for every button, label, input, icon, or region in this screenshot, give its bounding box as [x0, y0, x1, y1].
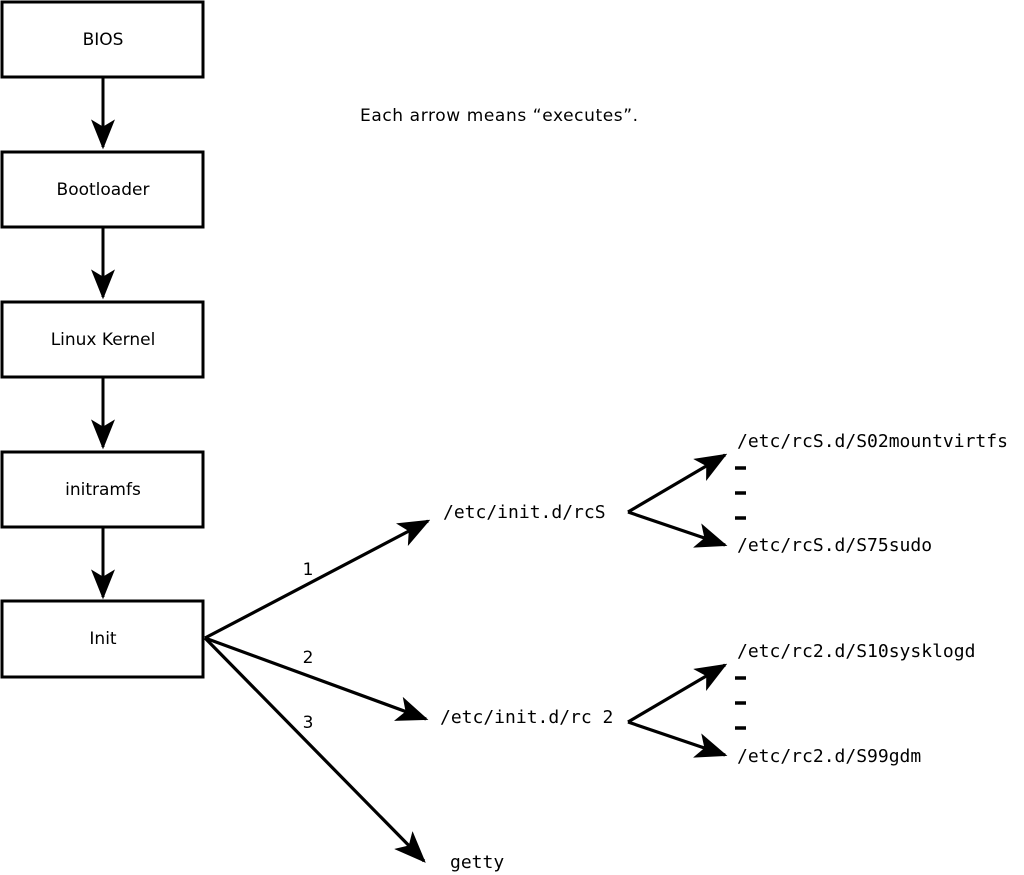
arrow-rc2-to-s99gdm — [627, 720, 728, 758]
node-linux-kernel-label: Linux Kernel — [51, 330, 156, 350]
leaf-label-s10sysklogd: /etc/rc2.d/S10sysklogd — [737, 641, 975, 662]
node-init-rect — [0, 599, 205, 679]
rcs-leaf-group: /etc/rcS.d/S02mountvirtfs /etc/rcS.d/S75… — [627, 431, 1008, 556]
mid-level-nodes: /etc/init.d/rcS /etc/init.d/rc 2 getty — [440, 502, 613, 873]
arrow-rcs-to-s02mountvirtfs — [627, 453, 728, 514]
node-rcs-label: /etc/init.d/rcS — [443, 502, 606, 523]
rcs-ellipsis — [735, 466, 746, 520]
init-fanout-arrows — [203, 519, 431, 863]
node-bootloader-label: Bootloader — [57, 180, 150, 200]
node-rc2-label: /etc/init.d/rc 2 — [440, 707, 613, 728]
arrow-init-to-rcs — [204, 519, 431, 640]
node-linux-kernel: Linux Kernel — [0, 300, 205, 379]
node-init-label: Init — [89, 629, 117, 649]
rc2-leaf-group: /etc/rc2.d/S10sysklogd /etc/rc2.d/S99gdm — [627, 641, 975, 767]
node-bios-label: BIOS — [83, 30, 124, 50]
leaf-label-s99gdm: /etc/rc2.d/S99gdm — [737, 746, 921, 767]
node-initramfs-label: initramfs — [65, 480, 141, 500]
edge-number-2: 2 — [303, 648, 314, 668]
leaf-label-s02mountvirtfs: /etc/rcS.d/S02mountvirtfs — [737, 431, 1008, 452]
arrow-rc2-to-s10sysklogd — [627, 663, 728, 724]
node-bios: BIOS — [0, 0, 205, 79]
node-bootloader: Bootloader — [0, 150, 205, 229]
node-bios-rect — [0, 0, 205, 79]
arrow-init-to-rc2 — [204, 636, 429, 721]
rc2-ellipsis — [735, 676, 746, 730]
process-boxes: BIOS Bootloader Linux Kernel initramfs I… — [0, 0, 205, 679]
node-linux-kernel-rect — [0, 300, 205, 379]
node-getty-label: getty — [450, 852, 504, 873]
leaf-label-s75sudo: /etc/rcS.d/S75sudo — [737, 535, 932, 556]
edge-number-3: 3 — [303, 713, 314, 733]
node-initramfs-rect — [0, 450, 205, 529]
arrow-init-to-getty — [203, 636, 426, 863]
arrow-rcs-to-s75sudo — [627, 510, 728, 548]
node-initramfs: initramfs — [0, 450, 205, 529]
legend-note: Each arrow means “executes”. — [360, 106, 639, 126]
node-init: Init — [0, 599, 205, 679]
edge-number-1: 1 — [303, 560, 314, 580]
edge-numbers: 1 2 3 — [303, 560, 314, 733]
